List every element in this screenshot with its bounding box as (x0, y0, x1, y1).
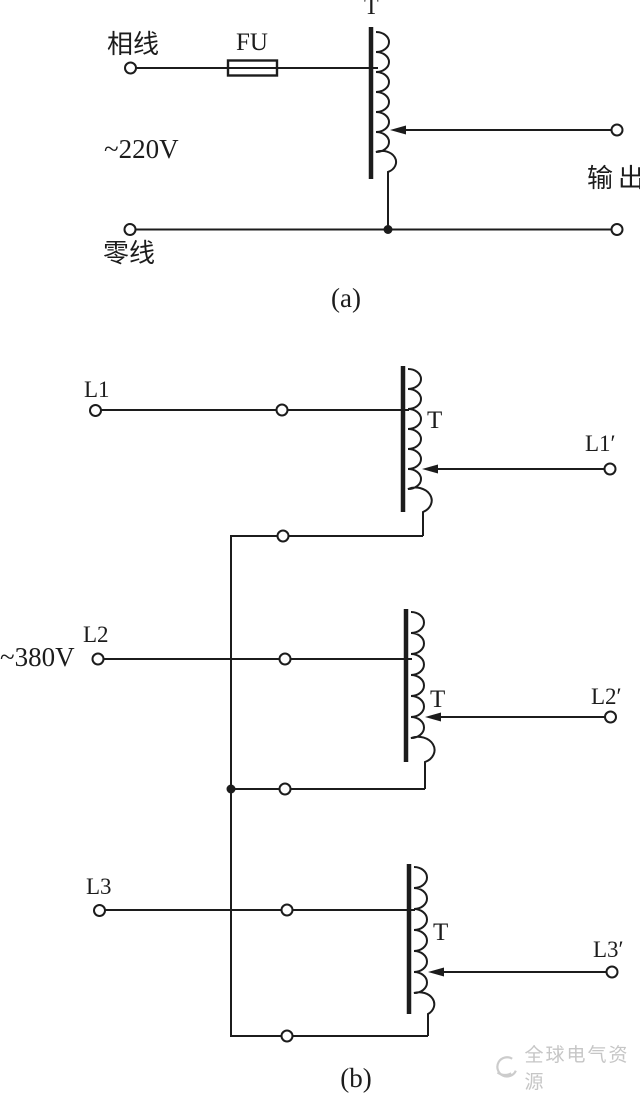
connector-circle (280, 1029, 294, 1043)
watermark: 全球电气资源 (492, 1045, 640, 1093)
transformer-b3-label: T (433, 919, 449, 946)
terminal-l3-prime (605, 965, 619, 979)
connector-circle (278, 782, 292, 796)
terminal-l1 (89, 404, 102, 417)
output-label: 输出 (587, 164, 640, 193)
star-bus (230, 535, 428, 1037)
tap-arrow-a (390, 125, 612, 135)
diagram-a (123, 27, 624, 236)
junction-dot (226, 784, 236, 794)
arrowhead-left-icon (390, 125, 406, 135)
terminal-output-top (610, 123, 624, 137)
transformer-b2-label: T (430, 686, 446, 713)
transformer-b3-symbol (406, 864, 607, 1036)
l1-label: L1 (84, 377, 110, 402)
transformer-b3-coil (413, 866, 436, 1036)
transformer-b1-coil (407, 368, 433, 536)
l3-label: L3 (86, 874, 112, 899)
fuse-label: FU (236, 29, 268, 56)
terminal-l3 (93, 904, 106, 917)
neutral-line-label: 零线 (103, 239, 156, 268)
terminal-output-bottom (610, 223, 624, 236)
watermark-logo-icon (496, 1056, 517, 1078)
watermark-text: 全球电气资源 (524, 1045, 630, 1093)
l3-prime-label: L3′ (593, 937, 624, 962)
transformer-b1-symbol (400, 366, 605, 536)
caption-a: (a) (331, 283, 361, 313)
junction-dot (383, 225, 393, 234)
transformer-a-coil (375, 31, 398, 230)
caption-b: (b) (340, 1063, 372, 1093)
l2-prime-label: L2′ (591, 684, 622, 709)
connector-circle (276, 529, 290, 543)
connector-circle (275, 403, 289, 417)
terminal-l2 (91, 652, 105, 666)
transformer-a-label: T (364, 0, 379, 20)
terminal-phase (124, 61, 137, 75)
transformer-b2-symbol (403, 609, 605, 789)
terminal-neutral (123, 223, 137, 236)
diagram-b (89, 366, 619, 1043)
voltage-a-label: ~220V (104, 134, 179, 164)
l2-label: L2 (83, 622, 109, 647)
connector-circle (278, 652, 292, 666)
transformer-b1-label: T (427, 407, 443, 434)
phase-line-label: 相线 (107, 30, 160, 59)
l1-prime-label: L1′ (585, 431, 616, 456)
transformer-b2-coil (410, 611, 436, 789)
arrowhead-left-icon (422, 464, 438, 474)
terminal-l2-prime (604, 710, 617, 724)
fuse-symbol (226, 59, 279, 77)
voltage-b-label: ~380V (0, 642, 75, 672)
connector-circle (280, 903, 294, 917)
arrowhead-left-icon (425, 712, 441, 722)
terminal-l1-prime (603, 462, 617, 476)
arrowhead-left-icon (428, 967, 444, 977)
